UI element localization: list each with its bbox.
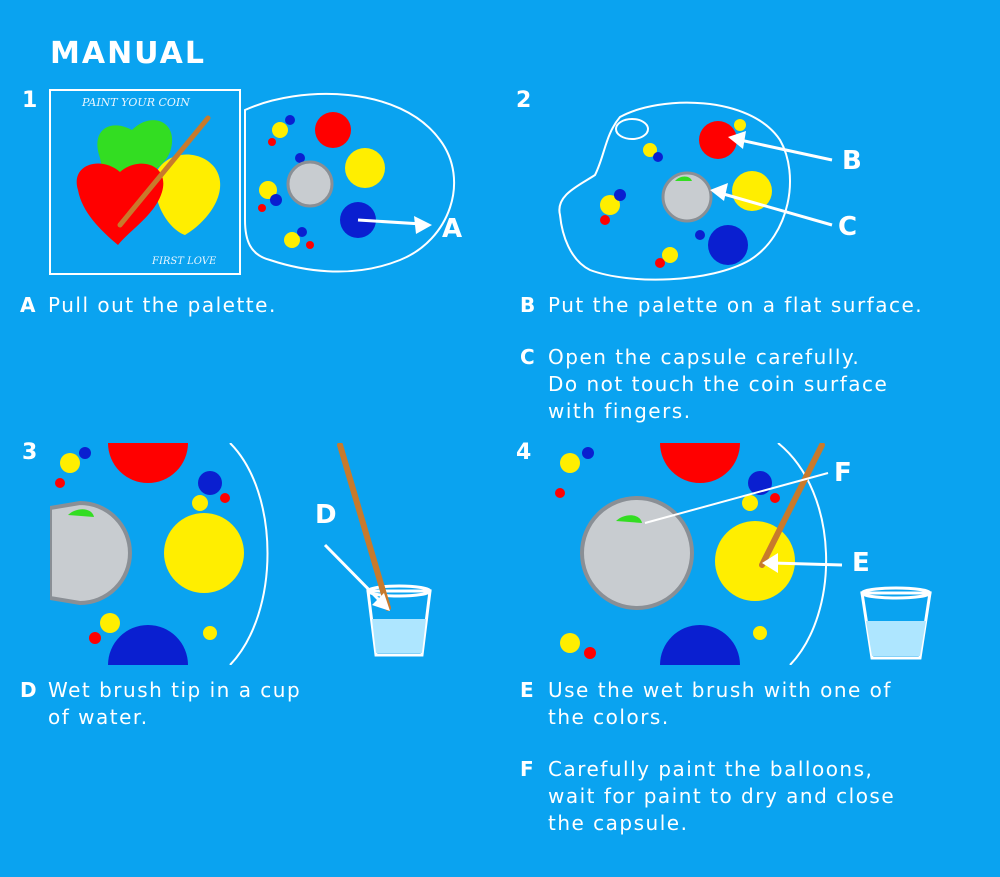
coin <box>661 171 713 223</box>
instruction-text: Open the capsule carefully. Do not touch… <box>548 345 889 423</box>
coin <box>286 160 334 208</box>
paint-splatters <box>55 447 230 644</box>
step-3-illustration <box>50 443 432 665</box>
instruction-a: A Pull out the palette. <box>20 292 480 322</box>
instruction-text: Carefully paint the balloons, wait for p… <box>548 757 896 835</box>
instruction-f: F Carefully paint the balloons, wait for… <box>520 756 990 840</box>
water <box>866 621 926 656</box>
step-1-illustration <box>49 89 456 275</box>
step-number-4: 4 <box>516 440 532 465</box>
palette-outline <box>244 93 456 273</box>
thumb-hole <box>615 118 649 140</box>
instruction-c: C Open the capsule carefully. Do not tou… <box>520 344 990 428</box>
red-paint <box>699 121 737 159</box>
red-paint <box>108 443 188 483</box>
step-number-3: 3 <box>22 440 38 465</box>
instruction-letter: E <box>520 678 536 702</box>
coin-box-bottom-text: FIRST LOVE <box>152 256 217 267</box>
palette-outline <box>558 101 791 281</box>
coin <box>580 496 694 610</box>
yellow-paint <box>715 521 795 601</box>
blue-paint <box>108 625 188 665</box>
instruction-letter: B <box>520 293 537 317</box>
instruction-b: B Put the palette on a flat surface. <box>520 292 990 322</box>
yellow-paint <box>345 148 385 188</box>
blue-paint <box>708 225 748 265</box>
water <box>372 619 426 653</box>
callout-f: F <box>834 458 852 488</box>
blue-paint <box>660 625 740 665</box>
instruction-letter: C <box>520 345 537 369</box>
instruction-text: Pull out the palette. <box>48 293 277 317</box>
step-4-illustration <box>555 443 932 665</box>
callout-c: C <box>838 212 858 242</box>
callout-d: D <box>315 500 337 530</box>
palette-edge <box>777 443 828 665</box>
red-balloon <box>76 163 164 245</box>
step-number-2: 2 <box>516 88 532 113</box>
paint-splatters <box>258 115 345 249</box>
instruction-d: D Wet brush tip in a cup of water. <box>20 677 480 733</box>
instruction-text: Put the palette on a flat surface. <box>548 293 924 317</box>
instruction-text: Use the wet brush with one of the colors… <box>548 678 892 729</box>
coin-box-top-text: PAINT YOUR COIN <box>82 96 190 109</box>
instruction-text: Wet brush tip in a cup of water. <box>48 678 302 729</box>
callout-a: A <box>442 214 463 244</box>
coin <box>50 500 132 606</box>
water-cup <box>366 589 432 657</box>
brush <box>337 443 391 611</box>
paint-splatters <box>600 119 746 268</box>
brush <box>759 443 825 568</box>
instruction-letter: A <box>20 293 37 317</box>
instruction-letter: F <box>520 757 536 781</box>
yellow-paint <box>164 513 244 593</box>
palette-edge <box>229 443 269 665</box>
callout-e: E <box>852 548 870 578</box>
manual-title: MANUAL <box>50 36 206 71</box>
step-2-illustration <box>558 101 833 281</box>
instruction-e: E Use the wet brush with one of the colo… <box>520 677 990 733</box>
red-paint <box>315 112 351 148</box>
step-number-1: 1 <box>22 88 38 113</box>
red-paint <box>660 443 740 483</box>
brush <box>117 115 211 228</box>
yellow-balloon <box>154 154 221 235</box>
instruction-letter: D <box>20 678 39 702</box>
callout-b: B <box>842 146 862 176</box>
yellow-paint <box>732 171 772 211</box>
